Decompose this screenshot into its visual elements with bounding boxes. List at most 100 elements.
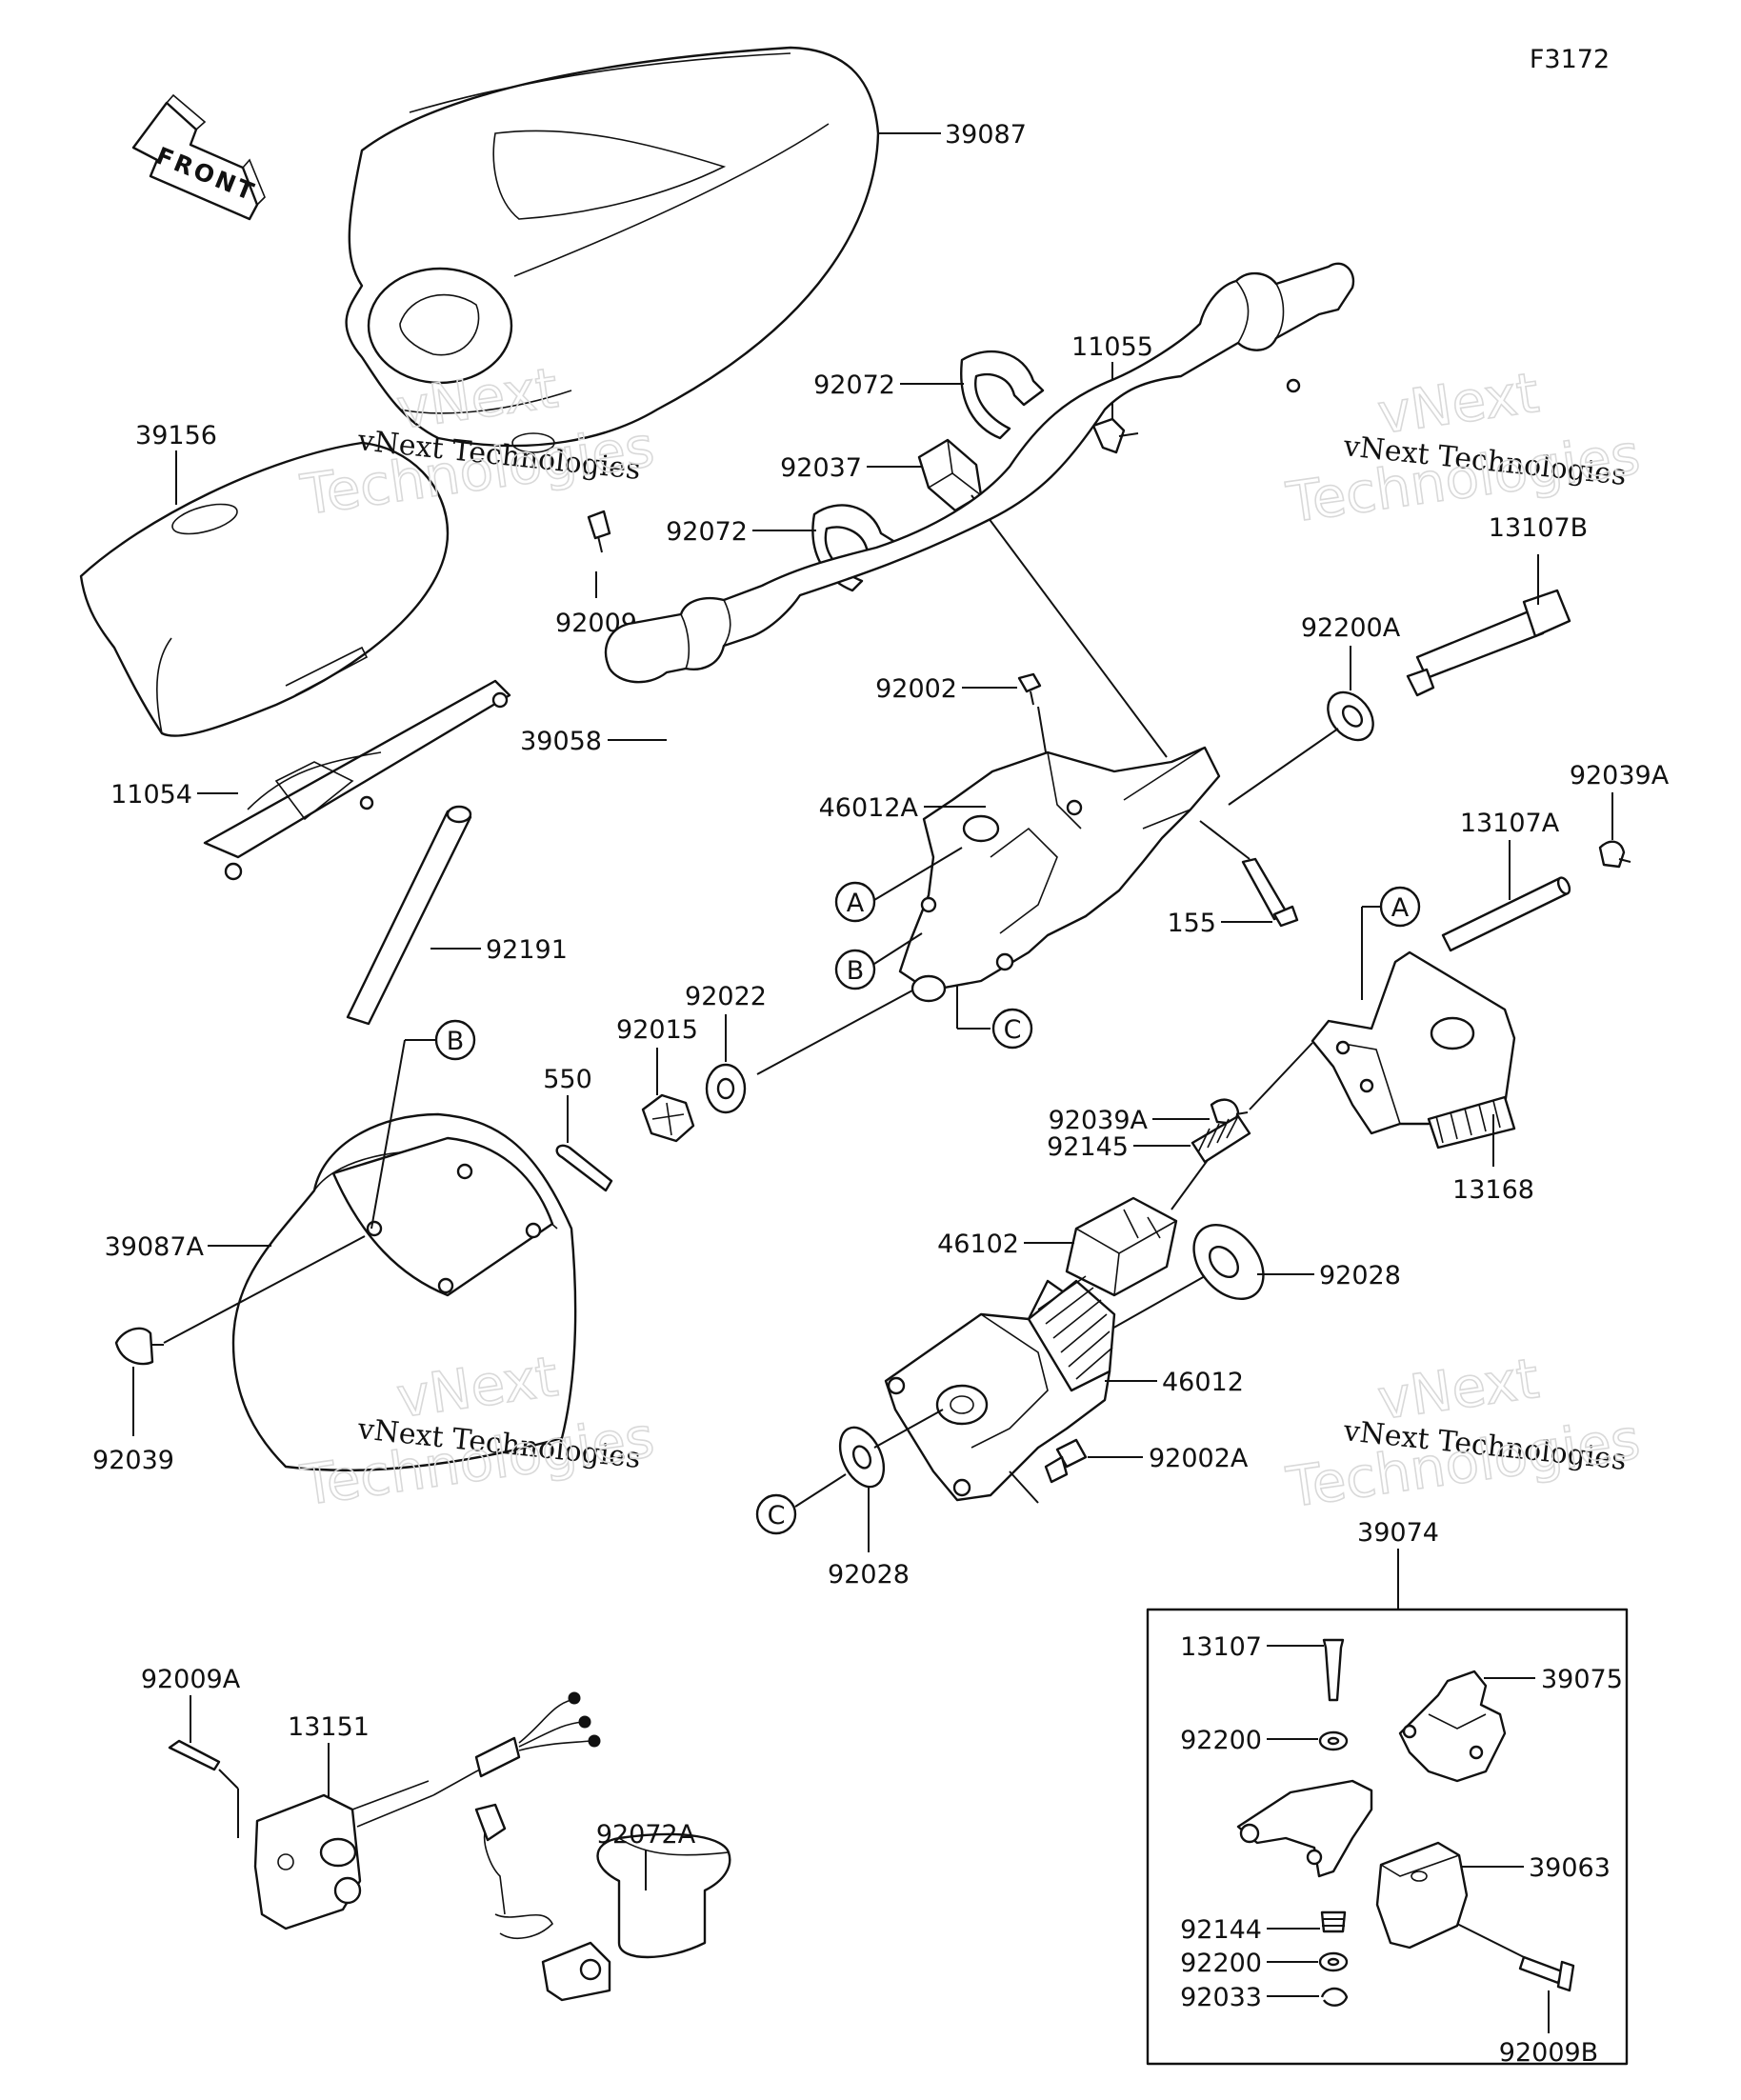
band-92072-top [960, 350, 1045, 440]
bolt-92009A [168, 1739, 221, 1771]
svg-text:A: A [1391, 893, 1410, 923]
svg-text:vNext: vNext [1373, 360, 1542, 447]
cover-39156 [79, 441, 450, 737]
svg-text:B: B [847, 956, 865, 986]
ref-c-marker-mid: C [991, 1008, 1033, 1050]
label-92028-right: 92028 [1319, 1261, 1401, 1290]
watermark-lower-right: vNext Technologies vNext Technologies [1282, 1345, 1645, 1521]
ref-a-marker: A [834, 881, 876, 923]
svg-text:C: C [768, 1501, 786, 1530]
ref-a-marker-right: A [1379, 886, 1421, 928]
label-13107: 13107 [1180, 1632, 1262, 1662]
label-92002: 92002 [875, 674, 957, 704]
lever-assembly [1236, 1779, 1373, 1878]
figure-code: F3172 [1530, 45, 1610, 74]
label-13151: 13151 [288, 1712, 370, 1742]
washer-92200A [1327, 690, 1374, 742]
upper-cover-39087 [345, 46, 880, 453]
label-39087: 39087 [945, 120, 1027, 150]
ref-b-marker-mid: B [834, 949, 876, 990]
label-550: 550 [543, 1065, 592, 1094]
rod-92191 [346, 805, 472, 1026]
label-39075: 39075 [1541, 1665, 1623, 1694]
clip-92033 [1320, 1987, 1349, 2007]
rivet-92039 [114, 1327, 164, 1366]
label-39063: 39063 [1529, 1853, 1611, 1883]
cover-39063 [1375, 1841, 1469, 1950]
svg-text:Technologies: Technologies [1282, 1407, 1643, 1520]
bolt-92009B [1518, 1955, 1575, 1992]
spring-92145 [1191, 1114, 1251, 1164]
label-92002A: 92002A [1149, 1444, 1249, 1473]
spring-92144 [1320, 1910, 1347, 1933]
label-92200A: 92200A [1301, 613, 1401, 643]
svg-text:A: A [847, 889, 865, 918]
handlebar-39058 [604, 262, 1355, 684]
svg-text:B: B [447, 1027, 465, 1056]
label-39156: 39156 [135, 421, 217, 450]
label-155: 155 [1167, 909, 1216, 938]
label-92009A: 92009A [141, 1665, 241, 1694]
bolt-92009 [587, 510, 611, 553]
bolt-13107B [1406, 589, 1571, 697]
bolt-92002 [1017, 672, 1042, 706]
pin-13107A [1441, 876, 1571, 952]
label-92037: 92037 [780, 453, 862, 483]
label-92072A: 92072A [596, 1820, 696, 1850]
ref-b-marker: B [434, 1019, 476, 1061]
svg-text:Technologies: Technologies [1282, 422, 1643, 535]
label-39087A: 39087A [105, 1232, 205, 1262]
gear-bracket-46012 [884, 1275, 1116, 1502]
switch-cable [432, 1691, 601, 1796]
watermark-upper-right: vNext Technologies vNext Technologies [1282, 359, 1645, 536]
steering-holder-46012A [898, 746, 1221, 1003]
label-92072-mid: 92072 [666, 517, 748, 547]
label-92015: 92015 [616, 1015, 698, 1045]
svg-text:C: C [1004, 1015, 1022, 1045]
pin-13107 [1322, 1638, 1345, 1702]
label-92028-bottom: 92028 [828, 1560, 910, 1590]
label-92039: 92039 [92, 1446, 174, 1475]
front-arrow-icon: FRONT [131, 93, 266, 221]
rivet-92039A-top [1598, 840, 1631, 869]
lower-cover-39087A [231, 1112, 577, 1471]
label-46012A: 46012A [819, 793, 919, 823]
nut-92015 [641, 1093, 695, 1143]
label-39058: 39058 [520, 727, 602, 756]
clip-11055 [1091, 417, 1139, 454]
label-13107A: 13107A [1460, 809, 1560, 838]
label-92200-bottom: 92200 [1180, 1949, 1262, 1978]
label-92191: 92191 [486, 935, 568, 965]
ref-c-marker-bottom: C [755, 1493, 797, 1535]
washer-92022 [705, 1063, 747, 1114]
label-92144: 92144 [1180, 1915, 1262, 1945]
label-92145: 92145 [1047, 1132, 1129, 1162]
label-92072-top: 92072 [813, 370, 895, 400]
label-92039A-top: 92039A [1570, 761, 1670, 790]
bolt-155 [1241, 857, 1299, 928]
block-46102 [1065, 1196, 1178, 1297]
bracket-39075 [1398, 1670, 1507, 1783]
switch-13151 [253, 1780, 434, 1930]
label-92039A-mid: 92039A [1049, 1106, 1149, 1135]
cotter-pin-550 [555, 1144, 613, 1192]
assembly-box-39074 [1146, 1608, 1629, 2066]
svg-text:vNext: vNext [1373, 1346, 1542, 1432]
lever-13168 [1311, 950, 1516, 1150]
label-46012: 46012 [1162, 1368, 1244, 1397]
lanyard-92072A [474, 1803, 731, 2002]
label-11054: 11054 [110, 780, 192, 810]
label-46102: 46102 [937, 1230, 1019, 1259]
washer-92028-bottom [838, 1426, 886, 1489]
label-92200-top: 92200 [1180, 1726, 1262, 1755]
washer-92200-bottom [1318, 1951, 1349, 1972]
washer-92028-right [1192, 1223, 1265, 1301]
label-39074: 39074 [1357, 1518, 1439, 1548]
label-13107B: 13107B [1489, 513, 1588, 543]
label-11055: 11055 [1071, 332, 1153, 362]
washer-92200-top [1318, 1730, 1349, 1751]
bolt-92002A [1044, 1438, 1088, 1484]
bracket-11054 [203, 679, 511, 881]
label-13168: 13168 [1452, 1175, 1534, 1205]
label-92009B: 92009B [1499, 2038, 1598, 2068]
